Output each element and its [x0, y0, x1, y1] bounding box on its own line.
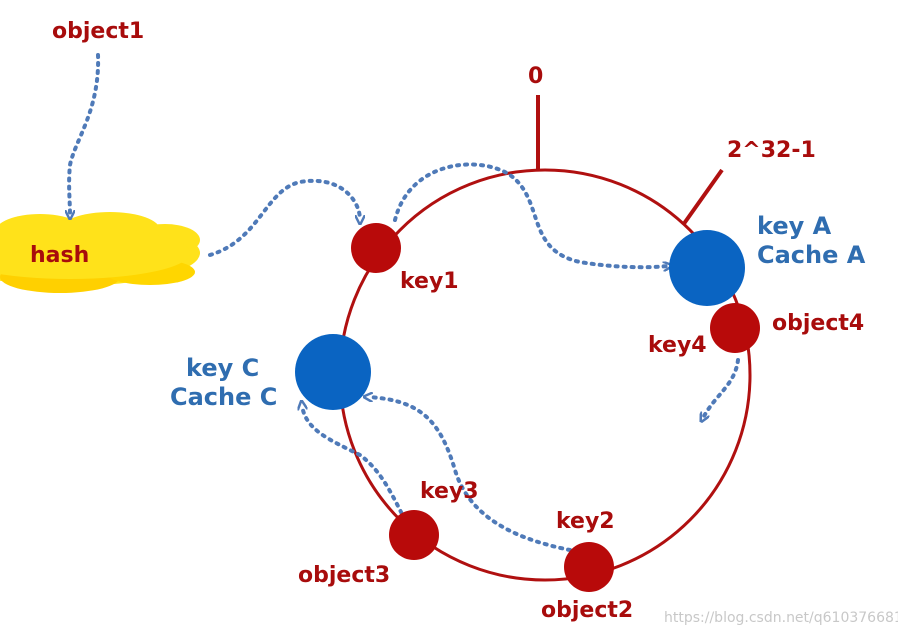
- cache-c-node: [295, 334, 371, 410]
- label-key2: key2: [556, 509, 615, 534]
- object2-node: [564, 542, 614, 592]
- arrow-key1-to-cache-a: [393, 162, 668, 267]
- object3-node: [389, 510, 439, 560]
- label-zero: 0: [528, 64, 543, 89]
- label-key3: key3: [420, 479, 479, 504]
- label-max: 2^32-1: [727, 138, 816, 163]
- cache-a-node: [669, 230, 745, 306]
- watermark: https://blog.csdn.net/q610376681: [664, 610, 898, 626]
- key1-node: [351, 223, 401, 273]
- label-key-a: key A: [757, 212, 832, 240]
- object4-node: [710, 303, 760, 353]
- label-hash: hash: [30, 243, 89, 268]
- max-tick: [681, 168, 724, 227]
- label-object4: object4: [772, 311, 864, 336]
- arrow-object4-onward: [703, 358, 740, 418]
- arrow-hash-to-key1: [208, 178, 360, 257]
- label-key1: key1: [400, 269, 459, 294]
- label-object3: object3: [298, 563, 390, 588]
- label-cache-c: Cache C: [170, 383, 277, 411]
- arrow-object2-to-cache-c: [368, 397, 572, 552]
- label-cache-a: Cache A: [757, 241, 866, 269]
- hash-cloud: [0, 212, 200, 293]
- label-key4: key4: [648, 333, 707, 358]
- label-object2: object2: [541, 598, 633, 623]
- label-object1: object1: [52, 19, 144, 44]
- arrow-object1-to-hash: [69, 53, 101, 215]
- arrow-object3-to-cache-c: [302, 405, 407, 522]
- label-key-c: key C: [186, 354, 259, 382]
